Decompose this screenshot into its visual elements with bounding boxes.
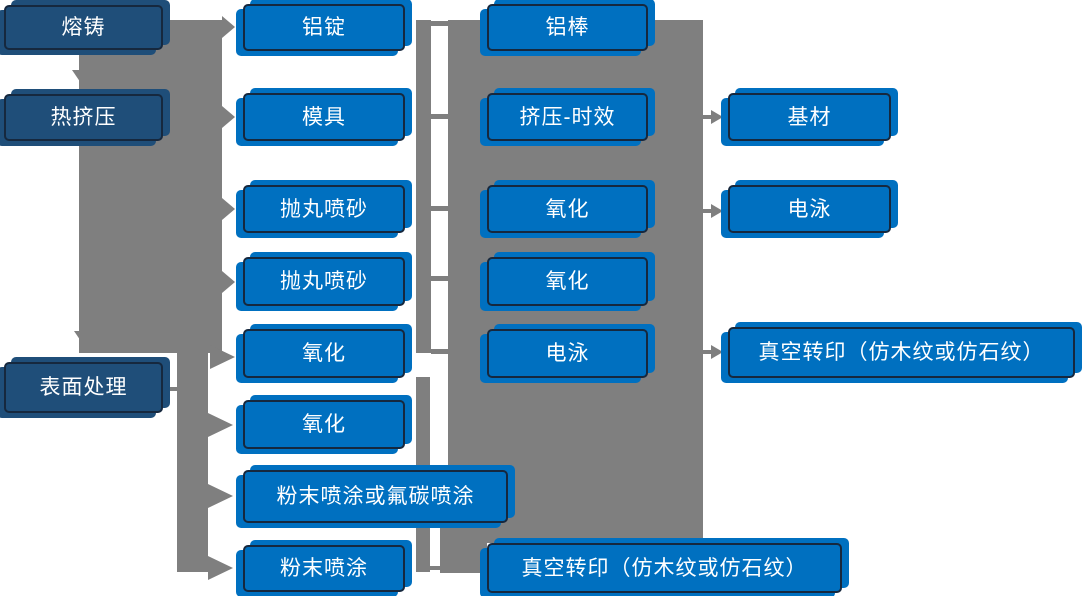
arrowhead-to-aluminum-ingot-icon (222, 16, 235, 38)
arrowhead-to-powder-or-fluorocarbon-icon (208, 484, 233, 508)
arrowhead-to-mold-icon (222, 106, 235, 128)
node-substrate: 基材 (728, 93, 891, 141)
arrowhead-to-shot-blasting-1-icon (222, 198, 235, 220)
connector-trunk-middle (416, 20, 431, 353)
connector-stub-extrusion-aging (431, 114, 448, 119)
node-aluminum-rod: 铝棒 (487, 4, 648, 51)
arrowhead-to-electrophoresis-2-icon (711, 204, 723, 218)
connector-stub-oxidation-4 (431, 276, 448, 281)
node-casting: 熔铸 (4, 5, 163, 50)
node-electrophoresis-2: 电泳 (728, 185, 891, 233)
node-surface-treatment: 表面处理 (4, 362, 163, 413)
node-mold: 模具 (243, 93, 405, 141)
node-vacuum-transfer-1: 真空转印（仿木纹或仿石纹） (487, 543, 842, 593)
arrowhead-to-shot-blasting-2-icon (222, 271, 235, 293)
node-powder-coating: 粉末喷涂 (243, 545, 405, 592)
node-shot-blasting-1: 抛丸喷砂 (243, 185, 405, 233)
connector-stub-electrophoresis (431, 349, 448, 354)
arrow-down-to-hot-extrusion-icon (72, 70, 98, 89)
node-aluminum-ingot: 铝锭 (243, 4, 405, 51)
node-electrophoresis-1: 电泳 (487, 329, 648, 378)
arrowhead-to-substrate-icon (711, 110, 723, 124)
node-oxidation-2: 氧化 (243, 400, 405, 449)
node-oxidation-4: 氧化 (487, 257, 648, 306)
arrowhead-to-powder-coating-icon (208, 556, 233, 580)
connector-block-bottom (440, 523, 487, 573)
arrowhead-to-oxidation-2-icon (208, 413, 233, 437)
connector-line-surface-treatment (162, 387, 178, 391)
node-shot-blasting-2: 抛丸喷砂 (243, 257, 405, 306)
connector-stub-aluminum-rod (431, 21, 448, 26)
connector-line-bottom (430, 566, 441, 570)
node-powder-or-fluorocarbon: 粉末喷涂或氟碳喷涂 (243, 470, 508, 523)
node-hot-extrusion: 热挤压 (4, 94, 163, 141)
connector-trunk-surface-treatment (177, 350, 208, 572)
node-extrusion-aging: 挤压-时效 (487, 93, 648, 141)
connector-stem-substrate (703, 115, 712, 119)
node-oxidation-1: 氧化 (243, 329, 405, 378)
connector-stem-vacuum-transfer-2 (703, 350, 712, 354)
connector-panel-left (79, 20, 222, 353)
node-vacuum-transfer-2: 真空转印（仿木纹或仿石纹） (728, 327, 1075, 378)
arrowhead-to-oxidation-1-icon (210, 345, 235, 369)
node-oxidation-3: 氧化 (487, 185, 648, 233)
arrow-down-to-surface-treatment-icon (74, 331, 100, 350)
arrowhead-to-vacuum-transfer-2-icon (711, 345, 723, 359)
connector-stub-oxidation-3 (431, 206, 448, 211)
connector-stem-electrophoresis-2 (703, 209, 712, 213)
